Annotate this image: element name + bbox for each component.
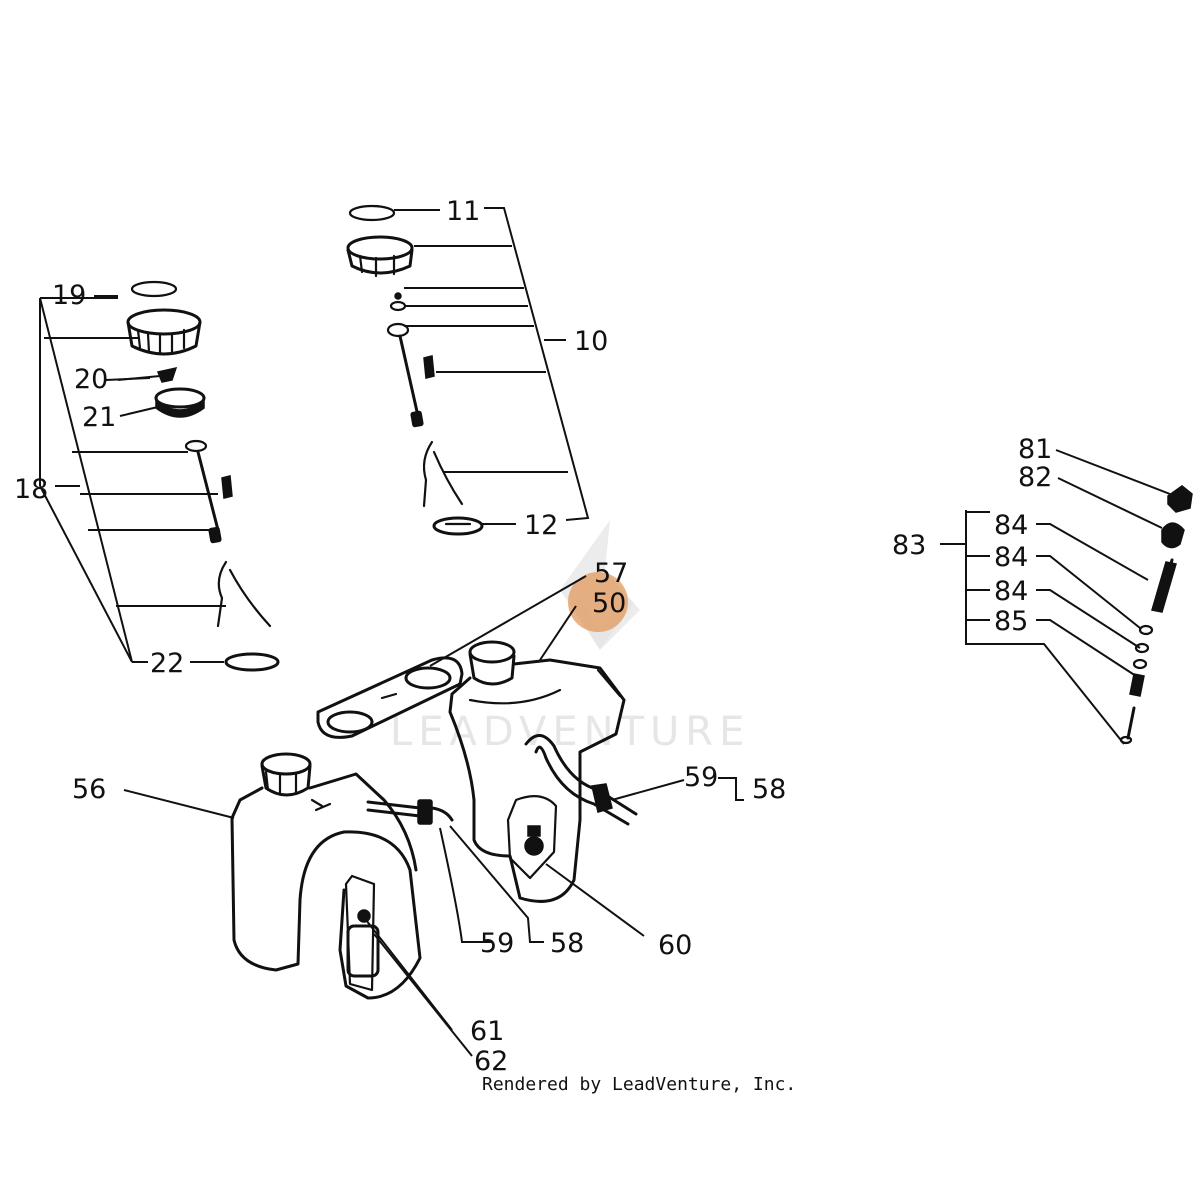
vent-cap-20-shape: [156, 366, 178, 383]
callout-59-right[interactable]: 59: [684, 762, 718, 793]
callout-62[interactable]: 62: [474, 1046, 508, 1077]
filler-cap-shape: [126, 308, 202, 356]
assembly-83: 81 82 83 84 84 84 85: [892, 434, 1193, 745]
cap-82-shape: [1161, 522, 1185, 549]
wire-clip-10-shape: [422, 440, 464, 508]
dipstick-10-shape: [398, 334, 420, 418]
tank-assembly: 57 50 56 59 58 59 58 60 61 62: [72, 558, 786, 1077]
callout-10[interactable]: 10: [574, 326, 608, 357]
wire-clip-shape: [216, 560, 272, 628]
callout-58-left[interactable]: 58: [550, 928, 584, 959]
callout-84-3[interactable]: 84: [994, 576, 1028, 607]
filler-cap-10-shape: [346, 235, 414, 278]
callout-84-1[interactable]: 84: [994, 510, 1028, 541]
oil-tank-56-shape: [230, 752, 454, 1000]
callout-22[interactable]: 22: [150, 648, 184, 679]
callout-57[interactable]: 57: [594, 558, 628, 589]
callout-21[interactable]: 21: [82, 402, 116, 433]
callout-84-2[interactable]: 84: [994, 542, 1028, 573]
callout-19[interactable]: 19: [52, 280, 86, 311]
gasket-12-shape: [432, 516, 484, 536]
screw-81-shape: [1167, 485, 1193, 513]
dipstick-shape: [184, 439, 233, 544]
mounting-strap-shape: [316, 656, 464, 739]
callout-81[interactable]: 81: [1018, 434, 1052, 465]
render-credit: Rendered by LeadVenture, Inc.: [482, 1074, 796, 1095]
watermark: LEADVENTURE: [390, 520, 750, 755]
callout-61[interactable]: 61: [470, 1016, 504, 1047]
assembly-18: 19 20 21 18 22: [14, 280, 280, 679]
o-ring-19-shape: [130, 280, 178, 298]
highlight-50: [568, 572, 628, 632]
callout-50[interactable]: 50: [592, 588, 626, 619]
o-ring-11-shape: [348, 204, 396, 222]
watermark-text: LEADVENTURE: [390, 709, 750, 755]
callout-83[interactable]: 83: [892, 530, 926, 561]
callout-59-left[interactable]: 59: [480, 928, 514, 959]
callout-11[interactable]: 11: [446, 196, 480, 227]
callout-60[interactable]: 60: [658, 930, 692, 961]
callout-85[interactable]: 85: [994, 606, 1028, 637]
callout-12[interactable]: 12: [524, 510, 558, 541]
callout-82[interactable]: 82: [1018, 462, 1052, 493]
callout-56[interactable]: 56: [72, 774, 106, 805]
gasket-22-shape: [224, 652, 280, 672]
cap-21-shape: [154, 387, 206, 418]
callout-18[interactable]: 18: [14, 474, 48, 505]
callout-20[interactable]: 20: [74, 364, 108, 395]
assembly-10: 11 10 12: [346, 196, 608, 541]
oil-tank-50-shape: [448, 640, 638, 903]
callout-58-right[interactable]: 58: [752, 774, 786, 805]
